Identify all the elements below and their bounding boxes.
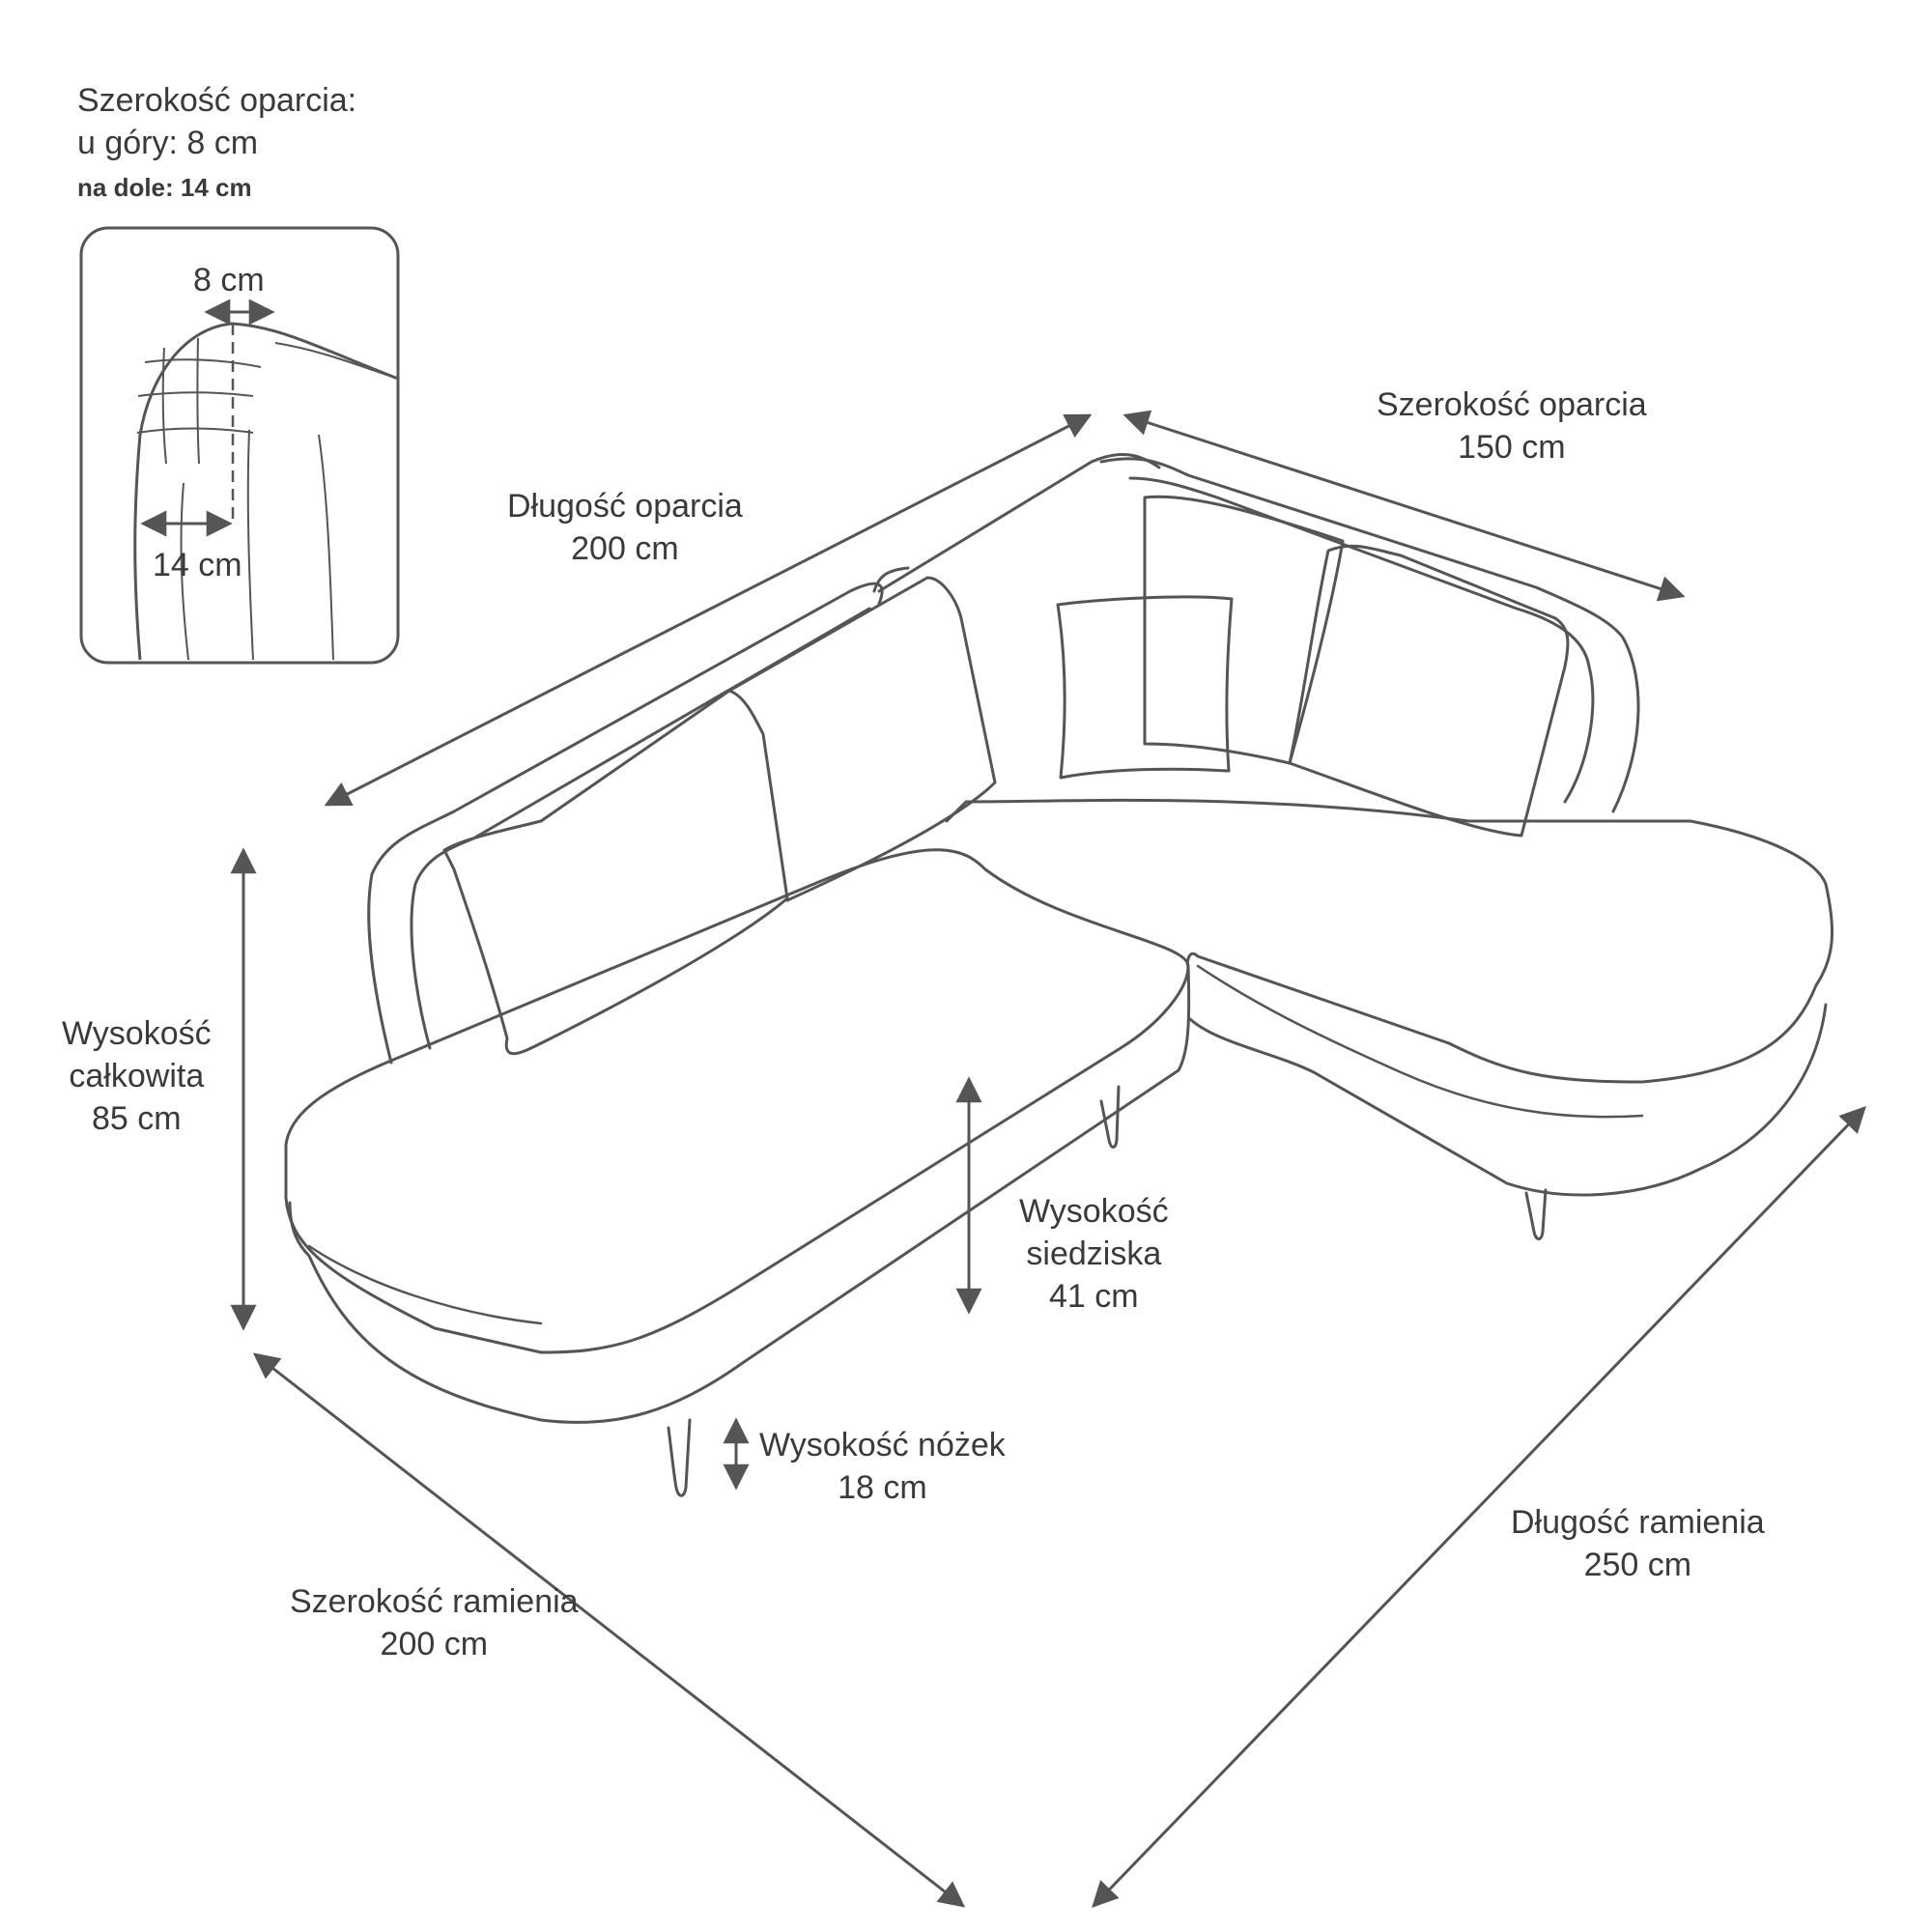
detail-title-line1: Szerokość oparcia: xyxy=(77,82,357,119)
backrest-width-value: 150 cm xyxy=(1458,429,1566,466)
backrest-width-arrow xyxy=(1122,410,1686,602)
backrest-length-value: 200 cm xyxy=(571,530,679,567)
total-height-value: 85 cm xyxy=(92,1100,182,1137)
backrest-width-label: Szerokość oparcia 150 cm xyxy=(1377,384,1647,469)
backrest-left-outer xyxy=(367,582,884,1065)
total-height-text2: całkowita xyxy=(69,1058,205,1094)
arm-length-value: 250 cm xyxy=(1583,1547,1692,1583)
leg-front-left xyxy=(667,1418,692,1497)
seat-height-text1: Wysokość xyxy=(1019,1193,1169,1230)
right-seat-base xyxy=(1188,1003,1828,1197)
dimension-arrows xyxy=(230,410,1866,1908)
detail-top-dim: 8 cm xyxy=(193,262,265,298)
back-cushion-1 xyxy=(442,689,789,1056)
detail-title-bold: na dole xyxy=(77,173,166,202)
total-height-text1: Wysokość xyxy=(62,1015,212,1052)
detail-backrest-outline xyxy=(133,322,399,661)
arm-width-value: 200 cm xyxy=(380,1626,489,1662)
backrest-left-top xyxy=(877,453,1161,593)
detail-title-rest: : 14 cm xyxy=(165,173,252,202)
back-cushion-4 xyxy=(1288,544,1570,838)
detail-title-line3: na dole: 14 cm xyxy=(77,164,356,209)
backrest-length-arrow xyxy=(324,413,1093,807)
arm-length-text: Długość ramienia xyxy=(1511,1504,1765,1541)
right-seat-top xyxy=(945,798,1833,1084)
seat-height-label: Wysokość siedziska 41 cm xyxy=(1019,1190,1169,1318)
total-height-label: Wysokość całkowita 85 cm xyxy=(62,1012,212,1140)
backrest-left-inner xyxy=(410,607,871,1050)
arm-width-label: Szerokość ramienia 200 cm xyxy=(290,1580,579,1665)
detail-title: Szerokość oparcia: u góry: 8 cm na dole:… xyxy=(77,79,356,209)
backrest-width-text: Szerokość oparcia xyxy=(1377,386,1647,423)
backrest-length-text: Długość oparcia xyxy=(507,488,743,525)
corner-sofa xyxy=(284,453,1833,1497)
leg-front-right xyxy=(1524,1188,1548,1240)
detail-title-line2: u góry: 8 cm xyxy=(77,125,259,161)
leg-height-value: 18 cm xyxy=(838,1469,927,1506)
arm-length-label: Długość ramienia 250 cm xyxy=(1511,1501,1765,1586)
arm-length-arrow xyxy=(1092,1106,1866,1908)
seat-height-value: 41 cm xyxy=(1049,1278,1139,1315)
backrest-length-label: Długość oparcia 200 cm xyxy=(507,485,743,570)
arm-width-text: Szerokość ramienia xyxy=(290,1583,579,1620)
leg-height-label: Wysokość nóżek 18 cm xyxy=(759,1424,1006,1509)
detail-bottom-dim: 14 cm xyxy=(153,547,242,583)
backrest-right-inner xyxy=(1128,476,1595,804)
seat-height-text2: siedziska xyxy=(1026,1236,1162,1272)
leg-height-text: Wysokość nóżek xyxy=(759,1427,1006,1463)
backrest-right-outer xyxy=(1099,457,1640,813)
arm-width-arrow xyxy=(252,1352,966,1908)
